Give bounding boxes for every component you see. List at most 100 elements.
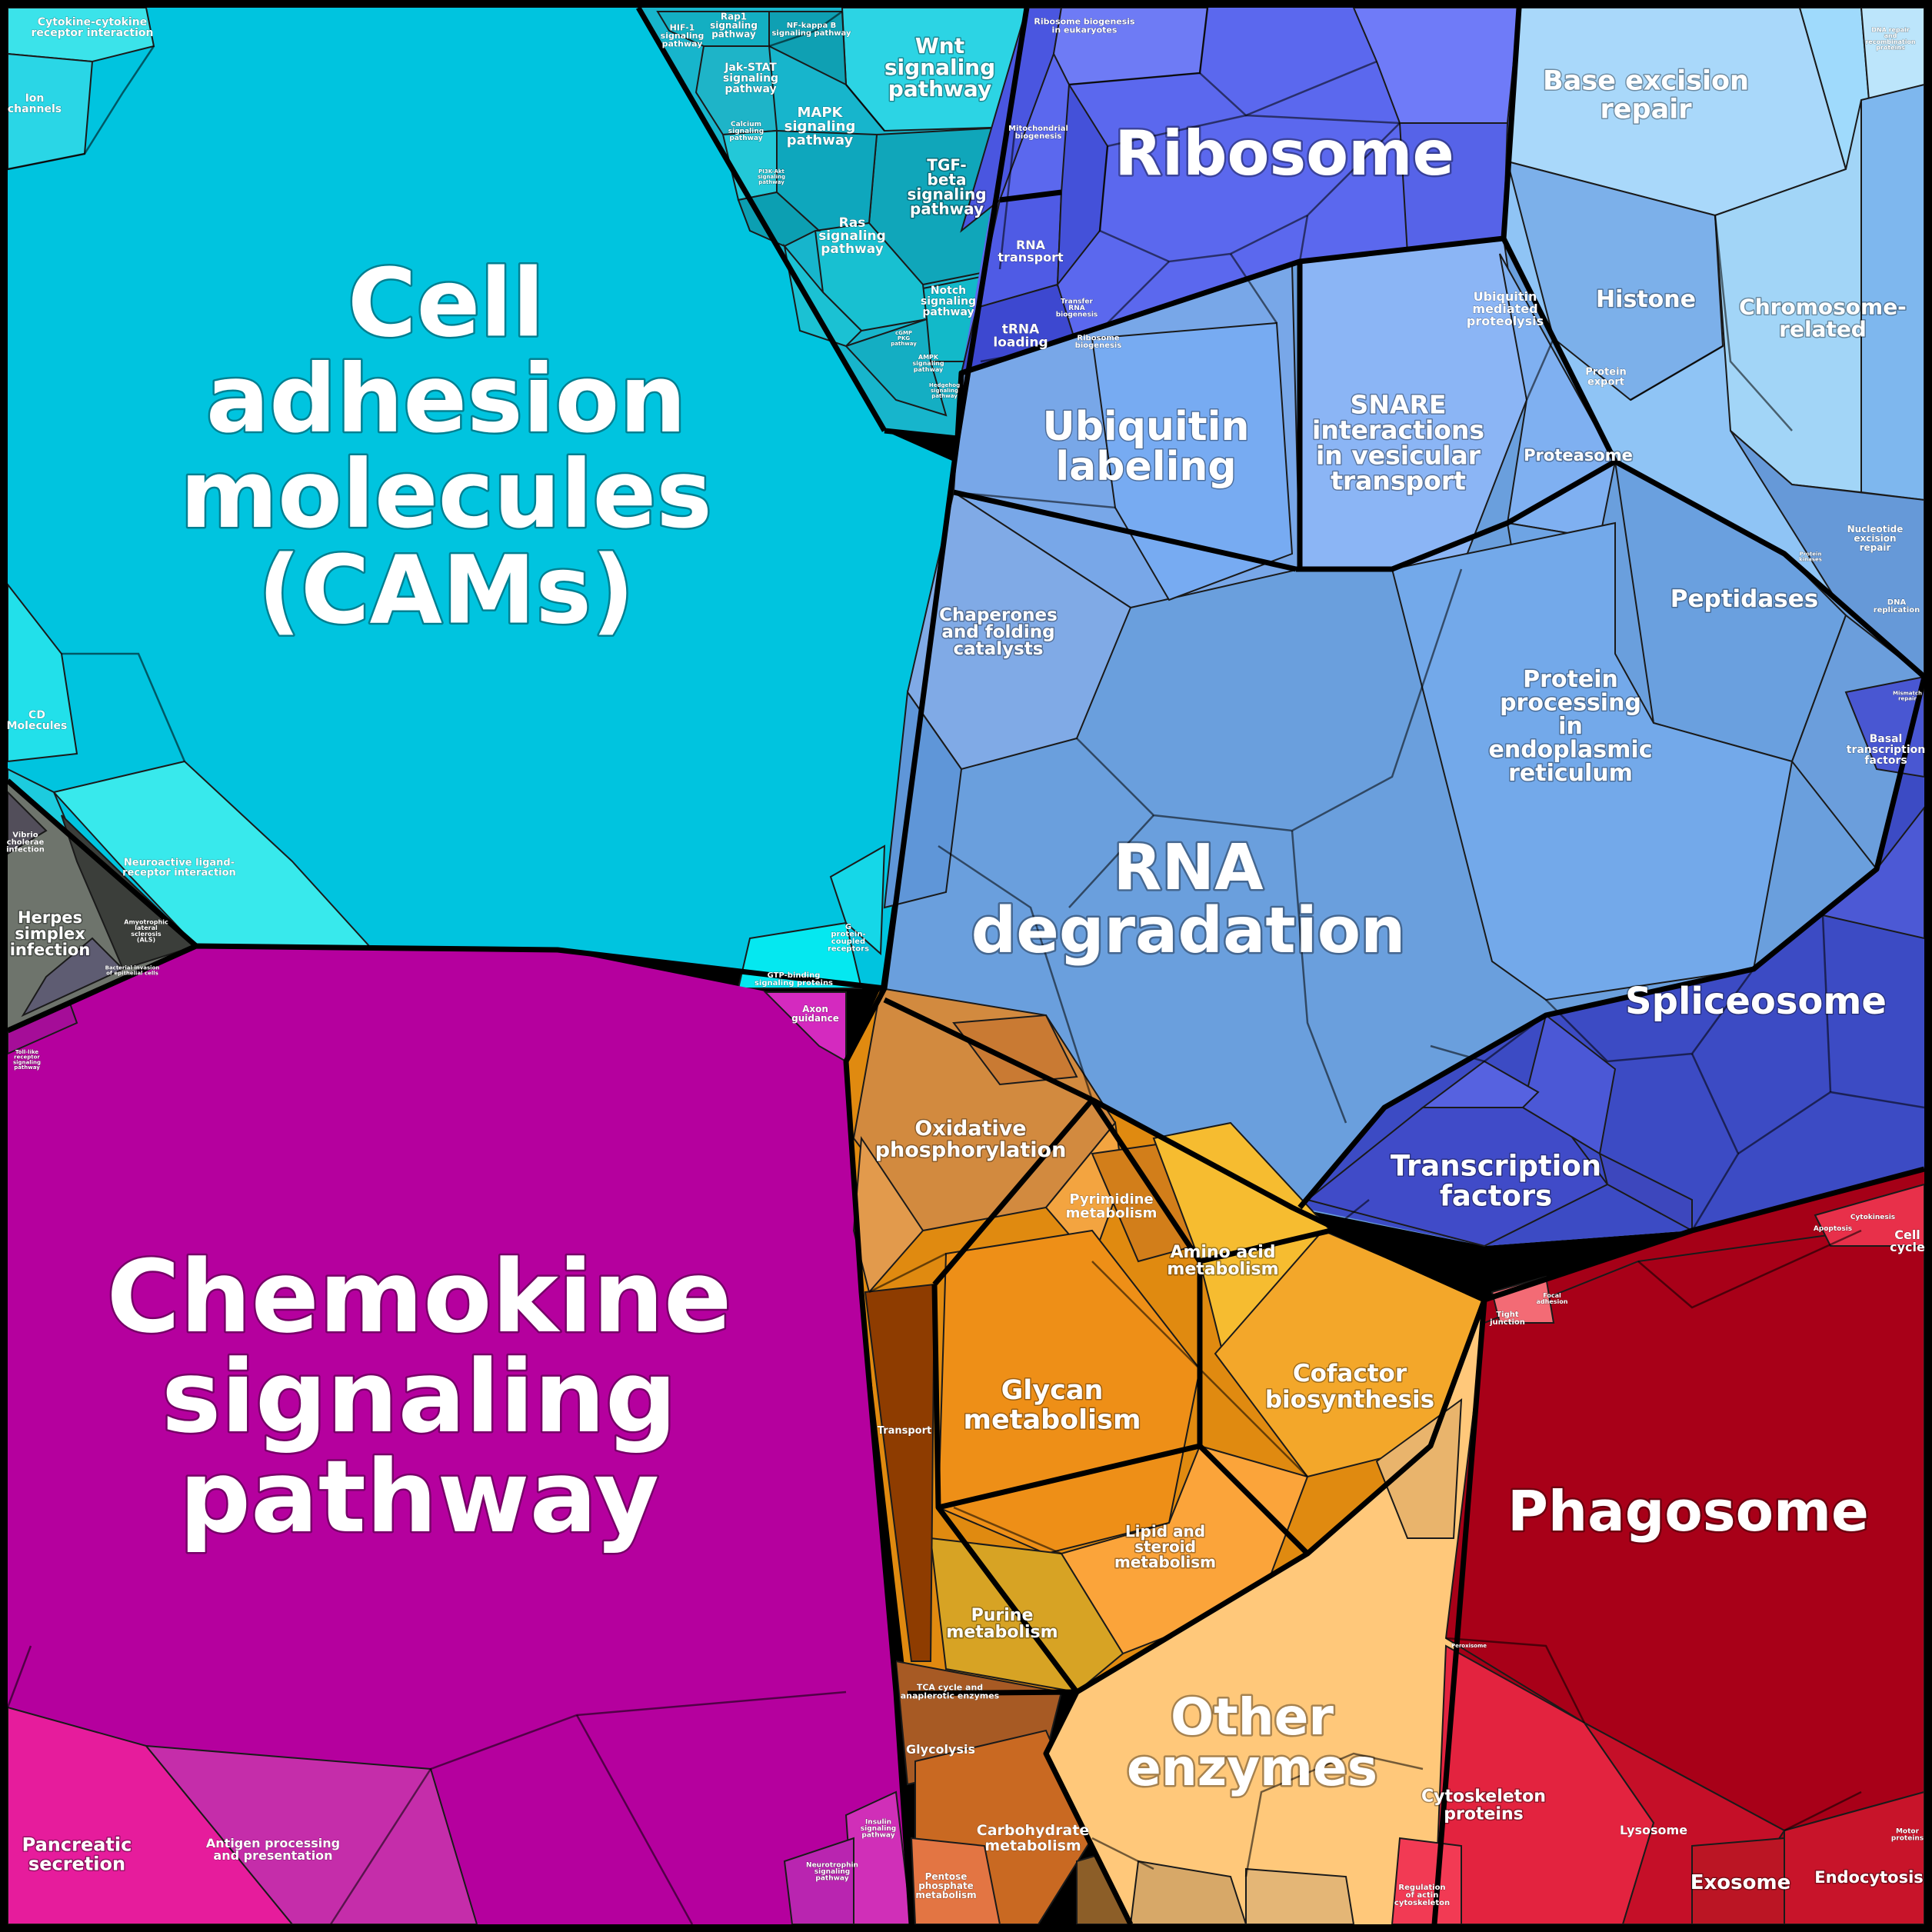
label-line: Rap1: [721, 11, 747, 22]
label-line: Protein: [1523, 665, 1618, 692]
label-line: Lipid and: [1125, 1522, 1205, 1541]
label-line: in: [1558, 713, 1583, 740]
label-line: Vibrio: [12, 831, 38, 840]
label-line: Notch: [931, 285, 966, 297]
label-line: signaling: [758, 174, 785, 180]
label-line: Jak-STAT: [724, 62, 777, 74]
label-line: molecules: [180, 440, 712, 549]
label-line: signaling: [861, 1825, 896, 1833]
label-line: signaling: [784, 118, 856, 135]
label-line: GTP-binding: [768, 971, 821, 980]
label-line: HIF-1: [670, 23, 695, 33]
label-line: Glycan: [1001, 1375, 1104, 1406]
label-line: biogenesis: [1075, 341, 1122, 350]
label-line: Cytokinesis: [1850, 1214, 1895, 1221]
label-line: pathway: [861, 1831, 894, 1839]
label-line: Cofactor: [1293, 1359, 1407, 1387]
label-line: enzymes: [1127, 1738, 1377, 1797]
label-line: pathway: [14, 1064, 40, 1071]
label-line: adhesion: [1537, 1298, 1568, 1305]
label-line: signaling: [728, 128, 764, 135]
label-line: lateral: [135, 924, 158, 931]
label-line: RNA: [1068, 305, 1084, 312]
label-line: secretion: [28, 1854, 125, 1875]
label-line: anaplerotic enzymes: [901, 1691, 1000, 1701]
label-line: Cell: [1894, 1227, 1920, 1242]
label-line: Ubiquitin: [1474, 289, 1537, 304]
label-line: Pyrimidine: [1069, 1191, 1153, 1208]
label-line: metabolism: [915, 1890, 976, 1900]
label-line: Molecules: [7, 720, 68, 732]
label-line: Mismatch: [1893, 691, 1922, 697]
label-line: excision: [1854, 533, 1896, 544]
label-line: Chaperones: [939, 605, 1058, 625]
label-line: signaling: [818, 228, 886, 244]
label-line: Toll-like: [15, 1049, 39, 1055]
label-line: metabolism: [946, 1623, 1058, 1642]
label-line: pathway: [758, 179, 784, 185]
label-line: Amyotrophic: [124, 918, 168, 925]
label-line: TGF-: [927, 155, 966, 174]
label-line: Base excision: [1543, 66, 1749, 97]
label-line: coupled: [831, 938, 865, 946]
label-line: mediated: [1472, 301, 1537, 316]
label-line: Ras: [839, 215, 866, 231]
label-line: receptors: [828, 944, 869, 953]
label-line: pathway: [815, 1874, 848, 1882]
label-line: transport: [1331, 465, 1466, 495]
label-line: proteolysis: [1467, 314, 1544, 328]
label-line: Histone: [1596, 286, 1696, 313]
label-line: Neurotrophin: [806, 1861, 858, 1869]
label-line: reticulum: [1508, 760, 1633, 787]
label-line: junction: [1489, 1318, 1525, 1327]
label-line: pathway: [787, 132, 854, 148]
label-line: pathway: [910, 199, 984, 218]
label-line: Nucleotide: [1847, 524, 1904, 535]
label-line: Cell: [348, 249, 545, 358]
label-line: Lysosome: [1620, 1823, 1687, 1837]
label-glycolysis: Glycolysis: [906, 1742, 975, 1757]
label-line: Transfer: [1061, 298, 1093, 305]
label-line: pathway: [179, 1438, 659, 1555]
label-line: Endocytosis: [1814, 1868, 1924, 1887]
label-apoptosis: Apoptosis: [1814, 1225, 1852, 1233]
label-line: Tight: [1496, 1311, 1519, 1319]
label-line: Basal: [1870, 733, 1903, 745]
label-line: transcription: [1847, 744, 1925, 756]
label-histone: Histone: [1596, 286, 1696, 313]
label-line: infection: [10, 941, 91, 959]
label-line: Ribosome biogenesis: [1034, 17, 1135, 27]
label-line: receptor interaction: [122, 867, 236, 878]
label-line: biogenesis: [1056, 311, 1098, 318]
label-line: tRNA: [1002, 322, 1040, 338]
label-lysosome: Lysosome: [1620, 1823, 1687, 1837]
label-line: AMPK: [918, 354, 939, 361]
label-line: signaling: [661, 31, 705, 41]
